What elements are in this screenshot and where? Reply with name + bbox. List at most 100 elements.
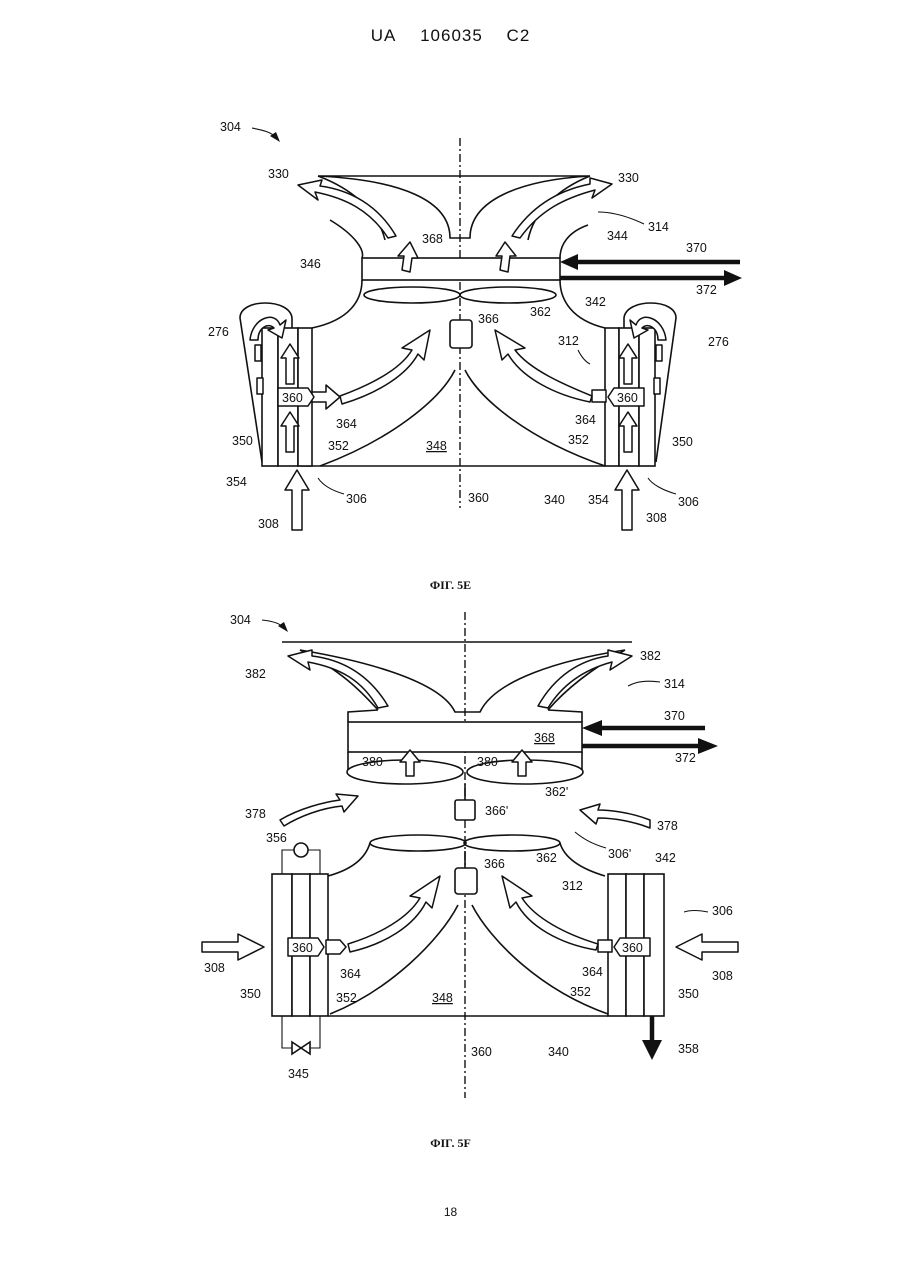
inlet-arrow-308-left	[202, 934, 264, 960]
flow-arrow-left-upper	[288, 650, 388, 708]
arrow-378-left	[280, 794, 358, 826]
label-378-left: 378	[245, 807, 266, 821]
label-360-left: 360	[282, 391, 303, 405]
left-down-arrow-1	[255, 345, 261, 361]
flow-arrow-left-lower	[348, 876, 440, 952]
label-350-right: 350	[678, 987, 699, 1001]
valve-345	[292, 1042, 310, 1054]
left-out-arrow-364	[312, 385, 340, 409]
pipe-370-arrowhead	[582, 720, 602, 736]
pipe-372-arrowhead	[698, 738, 718, 754]
fan-362-right	[460, 287, 556, 303]
duct-left	[348, 710, 378, 722]
motor-366	[450, 320, 472, 348]
label-358: 358	[678, 1042, 699, 1056]
drain-358-arrowhead	[642, 1040, 662, 1060]
label-340: 340	[544, 493, 565, 507]
pump-356	[294, 843, 308, 857]
label-368: 368	[534, 731, 555, 745]
label-304: 304	[230, 613, 251, 627]
label-350-right: 350	[672, 435, 693, 449]
label-354-right: 354	[588, 493, 609, 507]
label-352-right: 352	[570, 985, 591, 999]
label-340: 340	[548, 1045, 569, 1059]
page-number: 18	[0, 1205, 901, 1219]
label-344: 344	[607, 229, 628, 243]
label-304: 304	[220, 120, 241, 134]
label-346: 346	[300, 257, 321, 271]
label-380-right: 380	[477, 755, 498, 769]
label-342: 342	[585, 295, 606, 309]
label-312: 312	[558, 334, 579, 348]
label-308-left: 308	[204, 961, 225, 975]
label-360-axis: 360	[468, 491, 489, 505]
leader-312	[578, 350, 590, 364]
label-354-left: 354	[226, 475, 247, 489]
label-366: 366	[484, 857, 505, 871]
label-368: 368	[422, 232, 443, 246]
label-366: 366	[478, 312, 499, 326]
pipe-372-arrowhead	[724, 270, 742, 286]
label-364-right: 364	[582, 965, 603, 979]
label-360-left: 360	[292, 941, 313, 955]
label-352-left: 352	[328, 439, 349, 453]
right-out-block-364	[598, 940, 612, 952]
fan-362-left	[364, 287, 460, 303]
label-308-right: 308	[646, 511, 667, 525]
flow-arrow-right-lower	[502, 876, 598, 950]
heat-exchanger-368	[362, 258, 560, 280]
arrow-378-right	[580, 804, 650, 828]
label-364-left: 364	[336, 417, 357, 431]
right-out-block-364	[592, 390, 606, 402]
label-330-right: 330	[618, 171, 639, 185]
label-378-right: 378	[657, 819, 678, 833]
label-306-right: 306	[678, 495, 699, 509]
fan-362-left	[370, 835, 466, 851]
label-276-right: 276	[708, 335, 729, 349]
label-312: 312	[562, 879, 583, 893]
loop-345	[282, 1016, 320, 1048]
label-370: 370	[686, 241, 707, 255]
flow-arrow-right-upper	[512, 178, 612, 238]
flow-arrow-left-upper	[298, 180, 396, 238]
leader-306b	[648, 478, 676, 494]
label-330-left: 330	[268, 167, 289, 181]
leader-304-head	[278, 622, 288, 632]
inlet-arrow-308-right	[615, 470, 639, 530]
label-352-right: 352	[568, 433, 589, 447]
fan-362-right	[464, 835, 560, 851]
housing-left	[312, 280, 362, 328]
figure-5f-caption: ФІГ. 5F	[0, 1136, 901, 1151]
leader-306	[684, 911, 708, 913]
label-366p: 366'	[485, 804, 508, 818]
label-362: 362	[536, 851, 557, 865]
label-362: 362	[530, 305, 551, 319]
label-342: 342	[655, 851, 676, 865]
inlet-arrow-308-left	[285, 470, 309, 530]
leader-306a	[318, 478, 344, 494]
label-364-left: 364	[340, 967, 361, 981]
label-308-right: 308	[712, 969, 733, 983]
left-out-block-364	[326, 940, 346, 954]
label-306-left: 306	[346, 492, 367, 506]
label-306p: 306'	[608, 847, 631, 861]
label-360-right: 360	[617, 391, 638, 405]
figure-5f: 304 382 382 314 370 372 368 380 380 362'…	[0, 600, 901, 1140]
housing-left	[328, 843, 370, 876]
label-364-right: 364	[575, 413, 596, 427]
label-372: 372	[696, 283, 717, 297]
label-360-right: 360	[622, 941, 643, 955]
motor-366	[455, 868, 477, 894]
label-314: 314	[664, 677, 685, 691]
duct-right	[548, 710, 582, 722]
label-348: 348	[426, 439, 447, 453]
leader-306p	[575, 832, 606, 848]
label-314: 314	[648, 220, 669, 234]
label-350-left: 350	[240, 987, 261, 1001]
inlet-arrow-308-right	[676, 934, 738, 960]
outer-wall-left	[318, 176, 385, 240]
label-276-left: 276	[208, 325, 229, 339]
motor-366p	[455, 800, 475, 820]
label-372: 372	[675, 751, 696, 765]
right-down-arrow-1	[656, 345, 662, 361]
